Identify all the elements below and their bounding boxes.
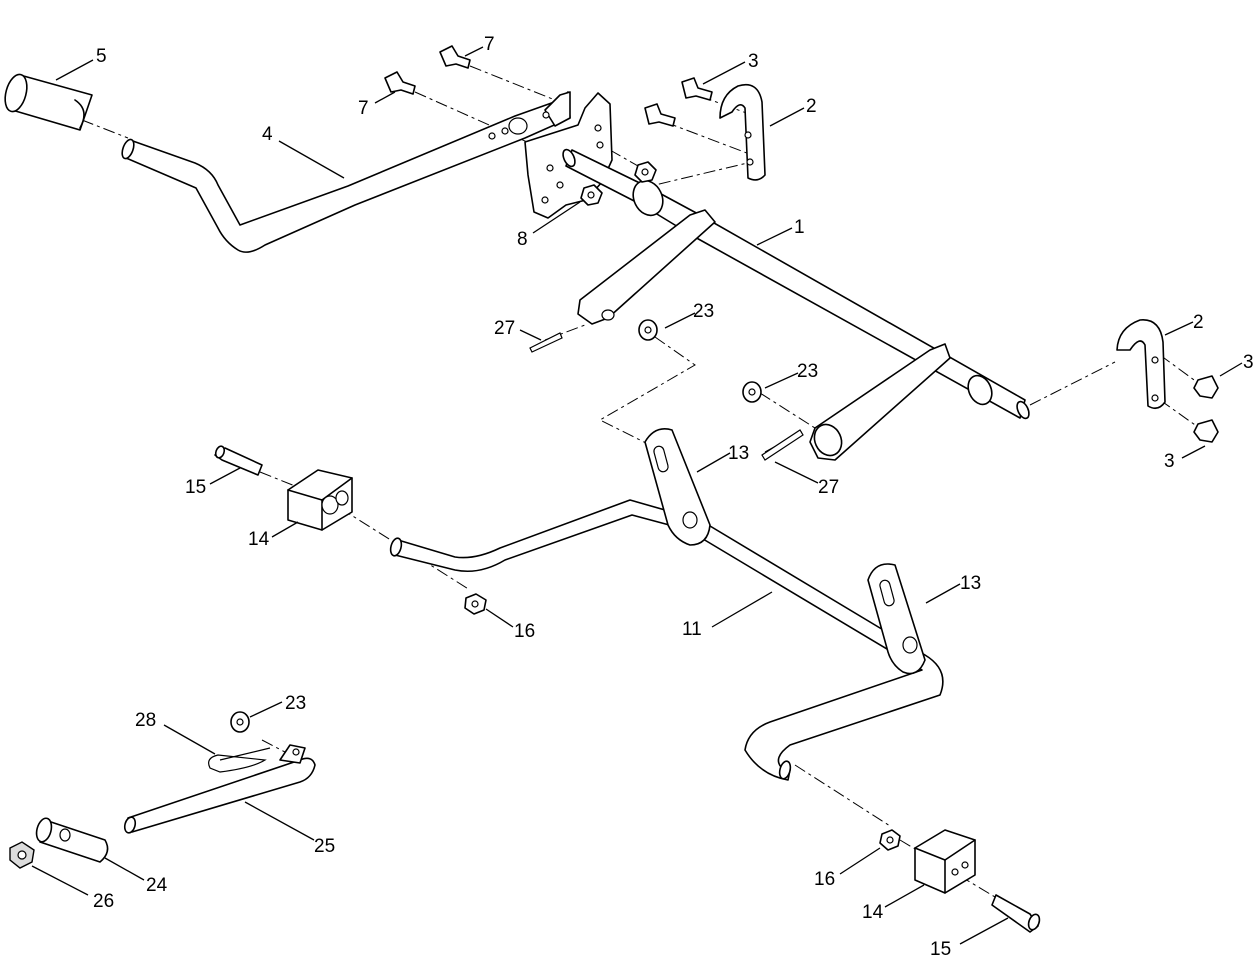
part-3-bolt-b — [644, 103, 676, 127]
part-27-cotter-pin-upper — [529, 332, 563, 353]
part-3-bolt-c — [1193, 375, 1219, 399]
part-15-pin-lower — [991, 894, 1041, 933]
callout-16-lower: 16 — [814, 869, 835, 890]
callout-15-upper: 15 — [185, 477, 206, 498]
callout-11: 11 — [682, 619, 702, 640]
callout-4: 4 — [262, 124, 273, 145]
callout-23-mid: 23 — [797, 361, 818, 382]
callout-15-lower: 15 — [930, 939, 951, 960]
part-8-nut-b — [580, 184, 603, 206]
callout-5: 5 — [96, 46, 107, 67]
part-14-block-upper — [287, 469, 353, 531]
callout-25: 25 — [314, 836, 335, 857]
callout-27-lower: 27 — [818, 477, 839, 498]
part-7-bolt-lower — [384, 71, 416, 95]
callout-7-lower: 7 — [358, 98, 369, 119]
part-11-cross-shaft — [389, 499, 944, 781]
part-13-plate-right — [867, 563, 926, 675]
part-3-bolt-d — [1193, 419, 1219, 443]
part-4-lift-lever — [121, 91, 571, 253]
part-16-nut-lower — [879, 829, 901, 851]
callout-3-right-lower: 3 — [1164, 451, 1175, 472]
part-14-block-lower — [914, 829, 976, 894]
part-5-handle-grip — [4, 73, 93, 131]
part-3-bolt-a — [681, 77, 713, 101]
callout-13-lower: 13 — [960, 573, 981, 594]
callout-23-lower: 23 — [285, 693, 306, 714]
part-24-spacer — [35, 817, 109, 863]
part-13-plate-left — [644, 428, 711, 546]
part-25-pivot-pin — [123, 744, 316, 834]
part-8-nut-a — [634, 161, 657, 183]
callout-26: 26 — [93, 891, 114, 912]
part-2-hook-right — [1116, 319, 1166, 410]
callout-7-upper: 7 — [484, 34, 495, 55]
part-7-bolt-upper — [439, 45, 471, 69]
callout-2-right: 2 — [1193, 312, 1204, 333]
callout-13-upper: 13 — [728, 443, 749, 464]
part-26-nut — [9, 841, 35, 869]
part-23-washer-upper — [638, 319, 658, 341]
part-23-washer-mid — [742, 381, 762, 403]
callout-24: 24 — [146, 875, 168, 896]
callout-23-upper: 23 — [693, 301, 714, 322]
callout-2-upper: 2 — [806, 96, 817, 117]
callout-28: 28 — [135, 710, 156, 731]
callout-1: 1 — [794, 217, 805, 238]
callout-labels: 1 2 2 3 3 3 4 5 7 7 8 11 13 13 14 14 15 … — [93, 34, 1254, 960]
part-23-washer-lower — [230, 711, 250, 733]
part-28-hairpin-clip — [208, 747, 271, 773]
part-2-hook-upper — [719, 83, 766, 181]
callout-14-lower: 14 — [862, 902, 884, 923]
callout-14-upper: 14 — [248, 529, 270, 550]
part-15-pin-upper — [214, 445, 263, 476]
part-27-cotter-pin-lower — [761, 429, 804, 461]
callout-27-upper: 27 — [494, 318, 515, 339]
callout-16-upper: 16 — [514, 621, 535, 642]
callout-8: 8 — [517, 229, 528, 250]
callout-3-right-upper: 3 — [1243, 352, 1254, 373]
part-1-lift-shaft — [562, 148, 1030, 461]
callout-3-upper: 3 — [748, 51, 759, 72]
part-16-nut-upper — [464, 593, 487, 615]
leader-lines — [31, 46, 1243, 945]
